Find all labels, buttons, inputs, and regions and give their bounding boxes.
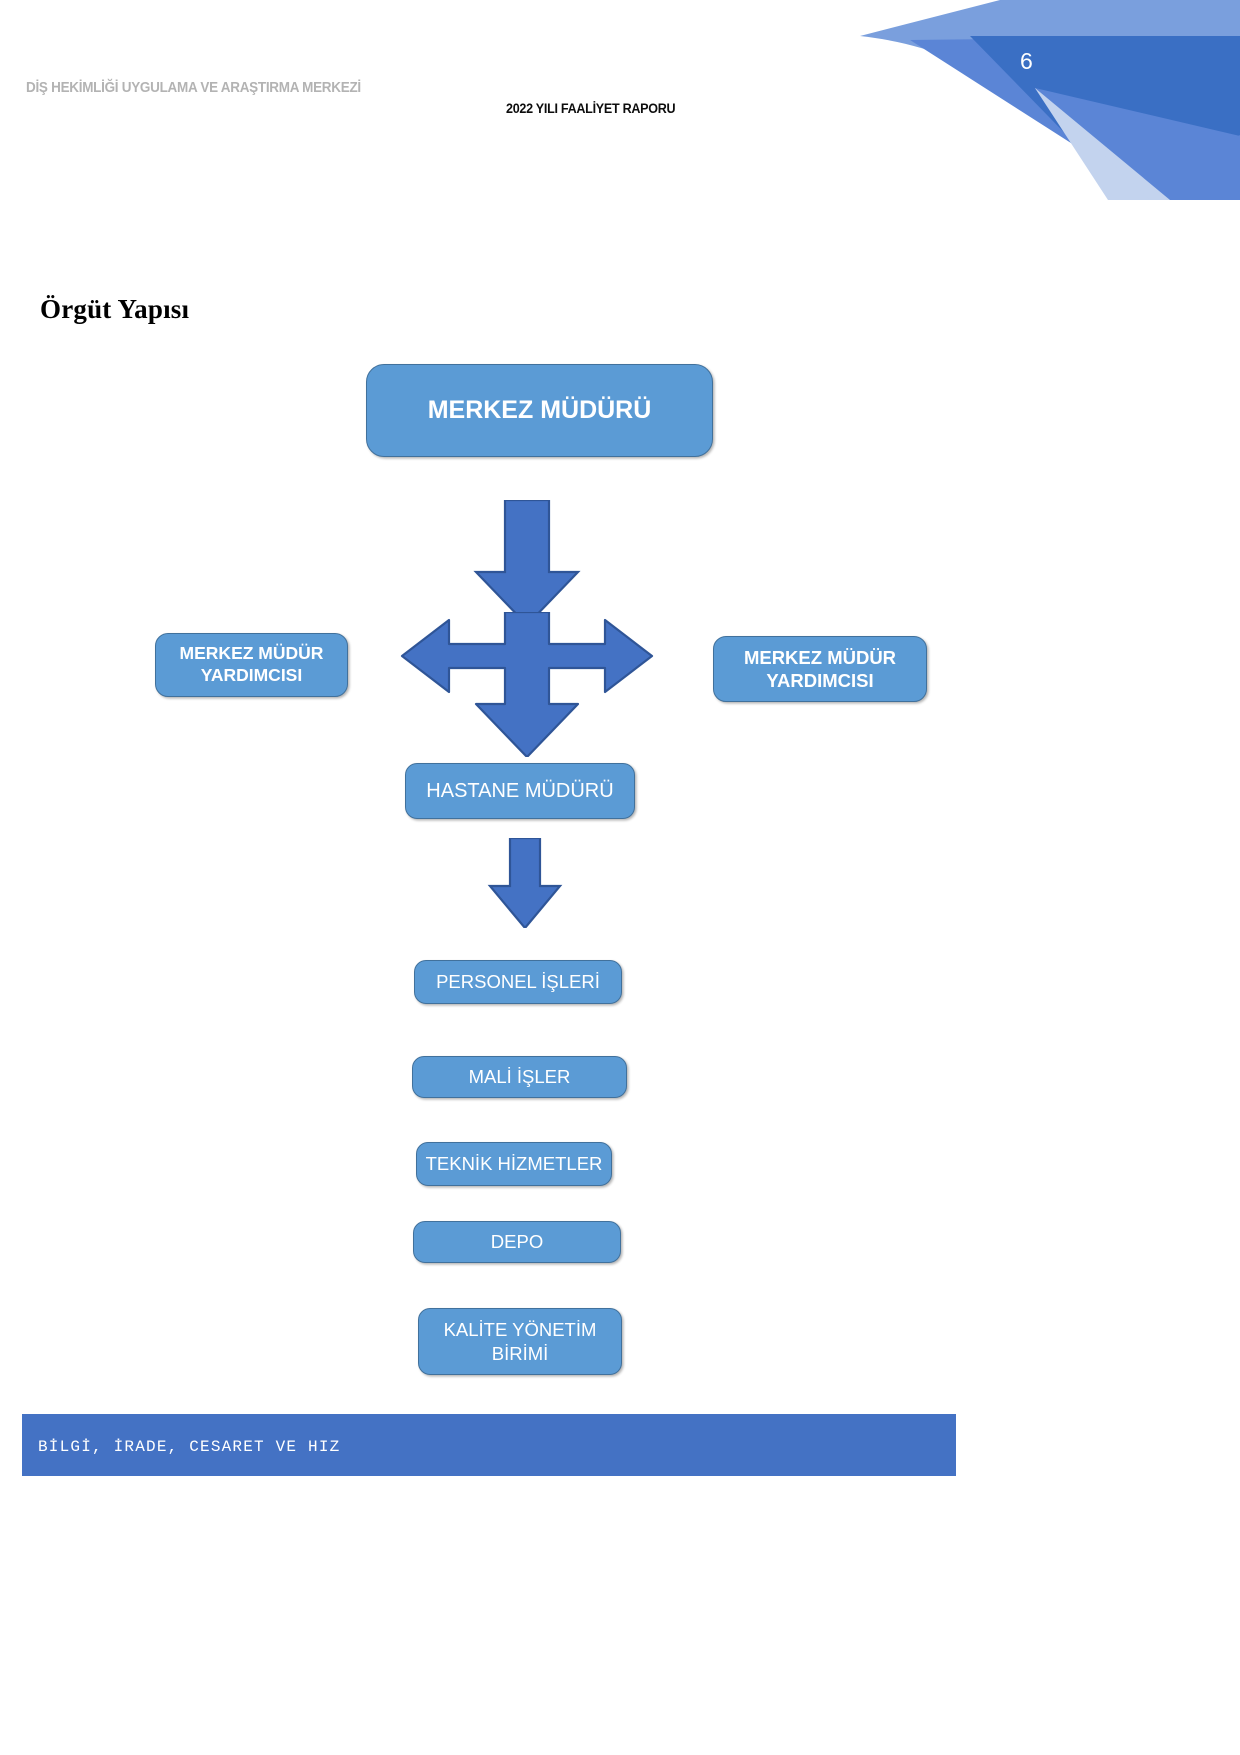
corner-facet-mid (910, 36, 1240, 200)
org-node-personel-isleri: PERSONEL İŞLERİ (414, 960, 622, 1004)
footer-bar (22, 1414, 956, 1476)
org-node-kalite-yonetim-birimi: KALİTE YÖNETİM BİRİMİ (418, 1308, 622, 1375)
page-number: 6 (1020, 48, 1033, 74)
corner-decoration-graphic (860, 0, 1240, 200)
down-arrow-to-units-icon (487, 838, 563, 928)
org-node-merkez-mudur-yardimcisi-left: MERKEZ MÜDÜR YARDIMCISI (155, 633, 348, 697)
org-node-depo: DEPO (413, 1221, 621, 1263)
corner-facet-curve (860, 36, 1240, 200)
corner-facet-pale-2 (1035, 88, 1240, 200)
header-center-title: 2022 YILI FAALİYET RAPORU (506, 101, 676, 116)
down-arrow-from-merkez-muduru-icon (473, 500, 581, 625)
page-title: Örgüt Yapısı (40, 294, 190, 324)
org-node-hastane-muduru: HASTANE MÜDÜRÜ (405, 763, 635, 819)
corner-facet-light-top (860, 0, 1240, 36)
corner-facet-dark (970, 36, 1240, 200)
footer-motto: BİLGİ, İRADE, CESARET VE HIZ (38, 1438, 341, 1456)
corner-facet-white-wedge (1035, 88, 1150, 200)
corner-facet-pale (1035, 88, 1240, 200)
org-node-merkez-muduru: MERKEZ MÜDÜRÜ (366, 364, 713, 457)
cross-arrow-to-deputies-and-hastane-icon (400, 612, 654, 757)
org-node-merkez-mudur-yardimcisi-right: MERKEZ MÜDÜR YARDIMCISI (713, 636, 927, 702)
org-node-teknik-hizmetler: TEKNİK HİZMETLER (416, 1142, 612, 1186)
header-left-title: DİŞ HEKİMLİĞİ UYGULAMA VE ARAŞTIRMA MERK… (26, 80, 361, 96)
org-node-mali-isler: MALİ İŞLER (412, 1056, 627, 1098)
